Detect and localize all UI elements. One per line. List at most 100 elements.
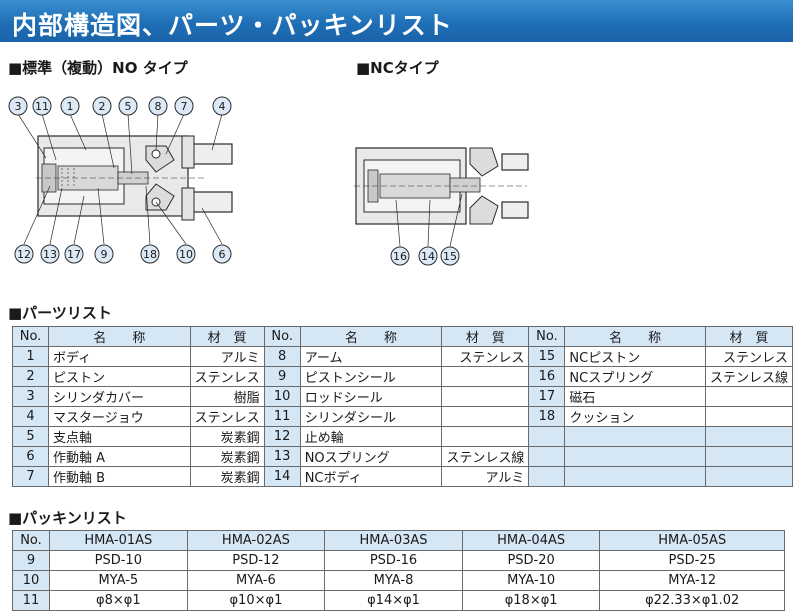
packing-no-cell: 10: [12, 570, 50, 591]
part-name-cell: クッション: [564, 406, 706, 427]
packing-value-cell: PSD-16: [324, 550, 463, 571]
part-material-cell: ステンレス: [441, 346, 530, 367]
header-model: HMA-04AS: [461, 530, 601, 551]
header-model: HMA-03AS: [324, 530, 463, 551]
part-material-cell: [704, 426, 793, 447]
part-name-cell: 磁石: [564, 386, 706, 407]
part-material-cell: 炭素鋼: [189, 446, 265, 467]
part-material-cell: [441, 406, 530, 427]
page-title: 内部構造図、パーツ・パッキンリスト: [12, 11, 453, 40]
part-no-cell: [528, 426, 566, 447]
part-no-cell: 11: [263, 406, 301, 427]
packing-value-cell: MYA-6: [186, 570, 326, 591]
callout-label: 3: [15, 100, 22, 113]
header-model: HMA-01AS: [49, 530, 188, 551]
part-name-cell: 止め輪: [299, 426, 443, 447]
title-banner: 内部構造図、パーツ・パッキンリスト: [0, 0, 793, 42]
callout-label: 7: [181, 100, 188, 113]
part-name-cell: アーム: [299, 346, 443, 367]
part-material-cell: ステンレス: [189, 406, 265, 427]
part-material-cell: [441, 426, 530, 447]
part-material-cell: 炭素鋼: [189, 426, 265, 447]
header-no: No.: [11, 326, 50, 347]
callout-nc-16: 16: [390, 246, 410, 266]
callout-no-6: 6: [212, 244, 232, 264]
no-type-heading: ■標準（複動）NO タイプ: [8, 59, 188, 77]
header-model: HMA-05AS: [599, 530, 785, 551]
part-material-cell: [441, 366, 530, 387]
header-no: No.: [528, 326, 566, 347]
callout-label: 5: [125, 100, 132, 113]
packing-list-heading: ■パッキンリスト: [8, 509, 127, 527]
packing-value-cell: MYA-5: [49, 570, 188, 591]
part-no-cell: [528, 446, 566, 467]
part-no-cell: 7: [11, 466, 50, 487]
packing-table: No. HMA-01AS HMA-02AS HMA-03AS HMA-04AS …: [12, 530, 785, 611]
callout-label: 18: [143, 248, 157, 261]
part-material-cell: [704, 466, 793, 487]
callout-no-5: 5: [118, 96, 138, 116]
parts-header-row: No. 名 称 材 質 No. 名 称 材 質 No. 名 称 材 質: [11, 326, 793, 347]
part-name-cell: ピストン: [48, 366, 191, 387]
callout-label: 4: [219, 100, 226, 113]
part-name-cell: マスタージョウ: [48, 406, 191, 427]
part-no-cell: 10: [263, 386, 301, 407]
packing-value-cell: MYA-8: [324, 570, 463, 591]
callout-no-1: 1: [60, 96, 80, 116]
part-material-cell: アルミ: [441, 466, 530, 487]
parts-list-heading: ■パーツリスト: [8, 304, 112, 322]
header-material: 材 質: [189, 326, 265, 347]
part-no-cell: 5: [11, 426, 50, 447]
packing-value-cell: PSD-10: [49, 550, 188, 571]
callout-label: 13: [43, 248, 57, 261]
part-material-cell: アルミ: [189, 346, 265, 367]
packing-value-cell: φ18×φ1: [461, 590, 601, 611]
part-no-cell: 4: [11, 406, 50, 427]
callout-label: 6: [219, 248, 226, 261]
part-no-cell: 12: [263, 426, 301, 447]
part-no-cell: 9: [263, 366, 301, 387]
callout-label: 14: [421, 250, 435, 263]
part-name-cell: シリンダシール: [299, 406, 443, 427]
callout-no-7: 7: [174, 96, 194, 116]
packing-value-cell: PSD-12: [186, 550, 326, 571]
part-name-cell: ロッドシール: [299, 386, 443, 407]
part-name-cell: ボディ: [48, 346, 191, 367]
callout-no-10: 10: [176, 244, 196, 264]
part-name-cell: [564, 426, 706, 447]
part-name-cell: NCボディ: [299, 466, 443, 487]
callout-no-12: 12: [14, 244, 34, 264]
callout-nc-15: 15: [440, 246, 460, 266]
packing-value-cell: MYA-12: [599, 570, 785, 591]
part-material-cell: 炭素鋼: [189, 466, 265, 487]
part-material-cell: ステンレス線: [441, 446, 530, 467]
part-name-cell: NOスプリング: [299, 446, 443, 467]
callout-no-18: 18: [140, 244, 160, 264]
callout-label: 16: [393, 250, 407, 263]
part-no-cell: 8: [263, 346, 301, 367]
part-name-cell: 作動軸 A: [48, 446, 191, 467]
packing-value-cell: φ22.33×φ1.02: [599, 590, 785, 611]
callout-no-3: 3: [8, 96, 28, 116]
part-no-cell: 1: [11, 346, 50, 367]
part-name-cell: ピストンシール: [299, 366, 443, 387]
packing-value-cell: φ10×φ1: [186, 590, 326, 611]
part-material-cell: ステンレス線: [704, 366, 793, 387]
part-name-cell: シリンダカバー: [48, 386, 191, 407]
callout-label: 11: [35, 100, 49, 113]
packing-value-cell: PSD-25: [599, 550, 785, 571]
header-model: HMA-02AS: [186, 530, 326, 551]
callout-nc-14: 14: [418, 246, 438, 266]
callout-label: 10: [179, 248, 193, 261]
part-name-cell: 支点軸: [48, 426, 191, 447]
part-no-cell: [528, 466, 566, 487]
header-no: No.: [263, 326, 301, 347]
part-material-cell: ステンレス: [189, 366, 265, 387]
